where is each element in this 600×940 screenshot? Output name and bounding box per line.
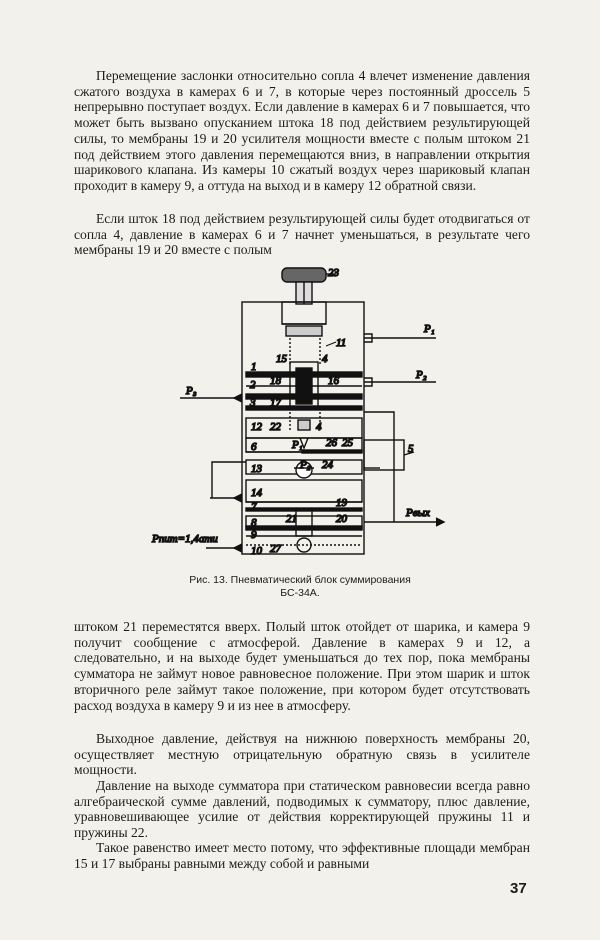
label-4b: 4 [316, 421, 322, 433]
label-p2: P₂ [415, 369, 427, 381]
hollow-stem-21 [295, 509, 313, 537]
label-27: 27 [270, 543, 282, 555]
label-ppit: Pпит=1,4ати [151, 533, 218, 545]
page-number: 37 [510, 880, 527, 897]
label-9: 9 [251, 529, 257, 541]
label-p1-inner: P₁ [291, 439, 303, 451]
label-18: 18 [270, 375, 282, 387]
figure-caption: Рис. 13. Пневматический блок суммировани… [150, 574, 450, 600]
label-8: 8 [251, 517, 257, 529]
throttle-5 [363, 439, 405, 471]
label-10: 10 [251, 545, 263, 557]
label-17: 17 [270, 397, 282, 409]
label-11: 11 [336, 337, 346, 349]
top-cap [281, 301, 327, 325]
label-6: 6 [251, 441, 257, 453]
caption-line-1: Рис. 13. Пневматический блок суммировани… [189, 574, 411, 586]
chamber-8 [245, 515, 363, 531]
label-16: 16 [328, 375, 340, 387]
label-p1-top: P₁ [423, 323, 435, 335]
label-21: 21 [286, 513, 297, 525]
paragraph-4: Выходное давление, действуя на нижнюю по… [74, 731, 530, 778]
label-p3: P₃ [185, 385, 197, 397]
label-23: 23 [328, 267, 340, 279]
paragraph-6: Такое равенство имеет место потому, что … [74, 840, 530, 871]
label-25: 25 [342, 437, 354, 449]
label-19: 19 [336, 497, 348, 509]
caption-line-2: БС-34А. [280, 587, 320, 599]
membrane-17 [245, 405, 363, 411]
pneumatic-diagram: 23 P₁ 11 15 4 1 18 16 P₂ P₃ 2 3 17 12 22… [150, 262, 450, 570]
label-24: 24 [322, 459, 334, 471]
paragraph-5: Давление на выходе сумматора при статиче… [74, 778, 530, 841]
label-13: 13 [251, 463, 263, 475]
membrane-25 [301, 449, 363, 454]
label-22: 22 [270, 421, 282, 433]
label-26: 26 [326, 437, 338, 449]
label-pvyx: Pвых [405, 507, 430, 519]
paragraph-1: Перемещение заслонки относительно сопла … [74, 68, 530, 193]
paragraph-3: штоком 21 переместятся вверх. Полый шток… [74, 619, 530, 713]
membrane-20 [245, 525, 363, 530]
label-4a: 4 [322, 353, 328, 365]
label-20: 20 [336, 513, 348, 525]
feedback-line [364, 411, 395, 522]
membrane-16 [245, 393, 363, 400]
label-5: 5 [408, 443, 414, 455]
label-7: 7 [251, 501, 257, 513]
label-2: 2 [250, 379, 256, 391]
label-12: 12 [251, 421, 263, 433]
label-3: 3 [249, 397, 256, 409]
spring-11 [289, 338, 321, 366]
nozzle-4 [299, 437, 309, 450]
label-p2-inner: P₂ [299, 459, 311, 471]
label-15: 15 [276, 353, 288, 365]
label-14: 14 [251, 487, 263, 499]
paragraph-2: Если шток 18 под действием результирующе… [74, 211, 530, 258]
adjusting-screw [281, 267, 336, 305]
label-1: 1 [251, 361, 257, 373]
